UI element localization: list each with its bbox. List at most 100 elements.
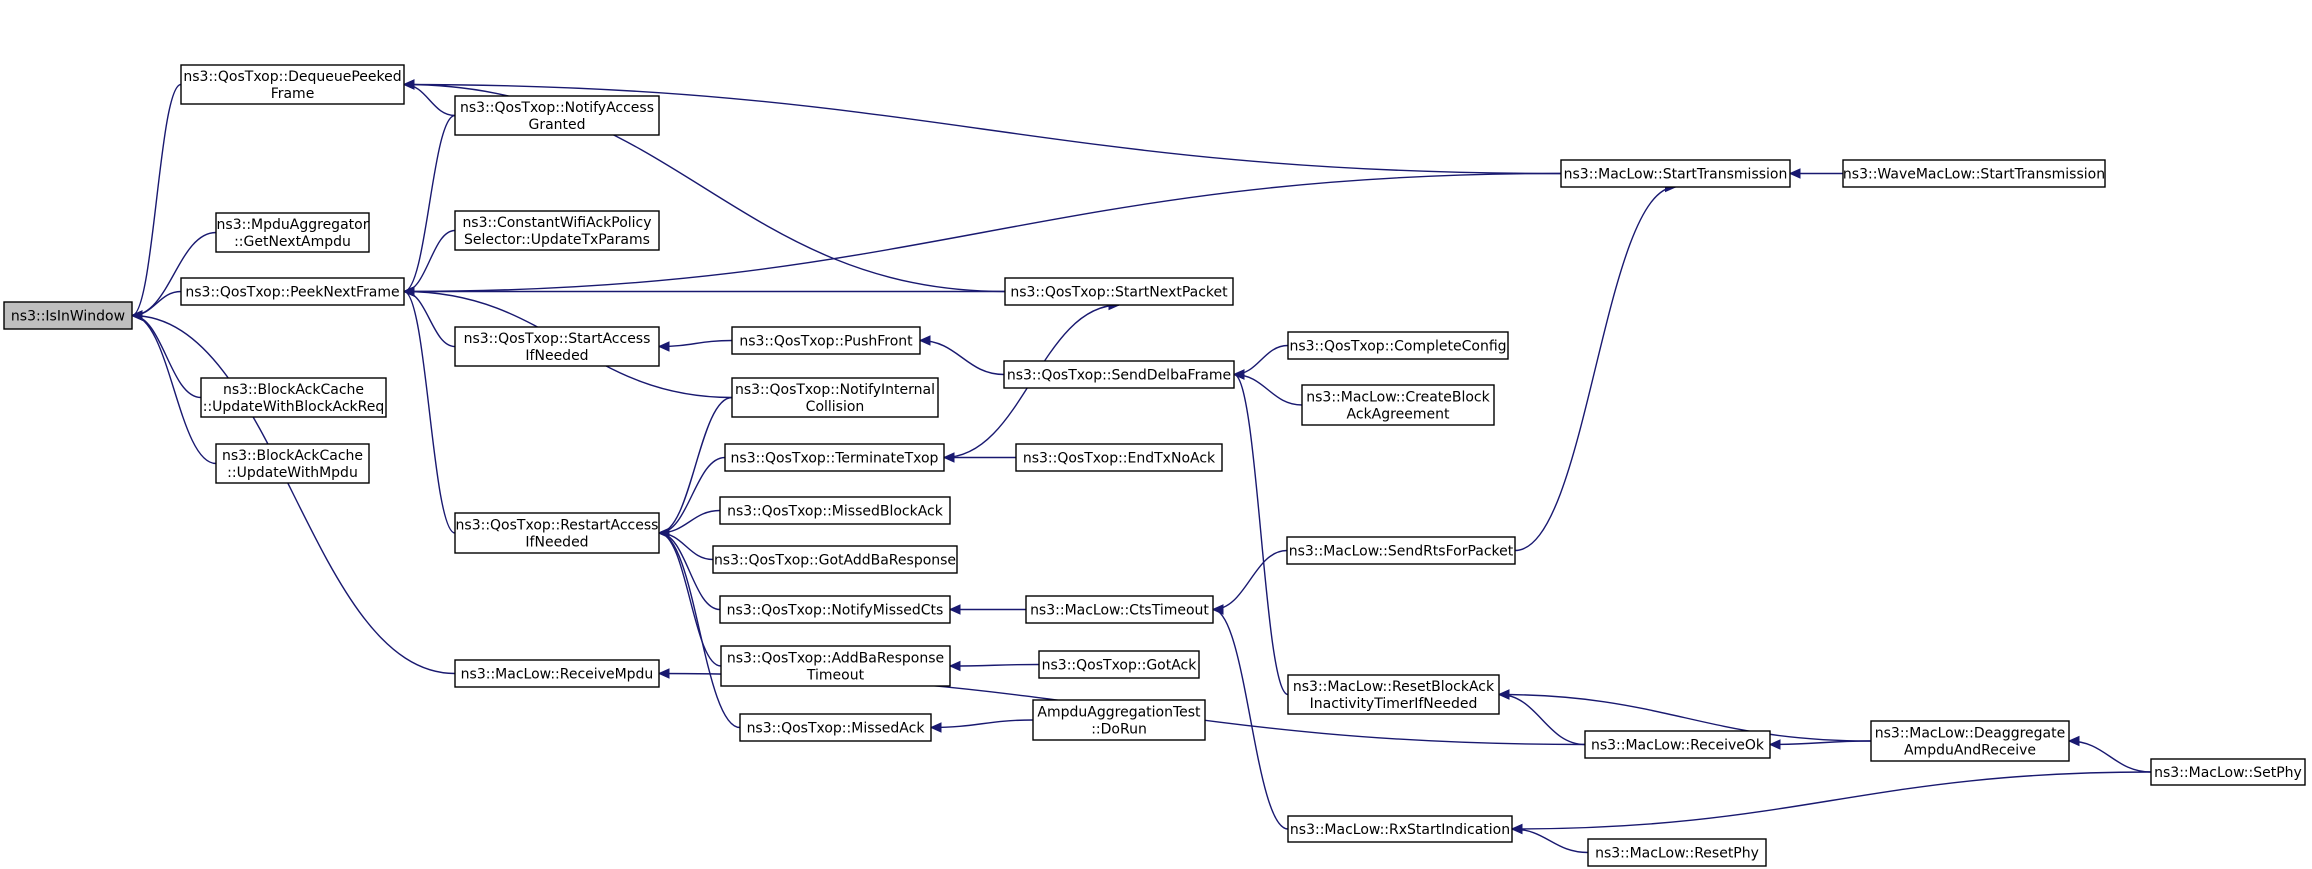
graph-node-pushfront[interactable]: ns3::QosTxop::PushFront [731, 326, 921, 355]
graph-node-notifymissedcts[interactable]: ns3::QosTxop::NotifyMissedCts [719, 595, 951, 624]
arrowhead-icon [918, 335, 931, 346]
graph-node-wavestarttx[interactable]: ns3::WaveMacLow::StartTransmission [1842, 159, 2106, 188]
graph-node-peeknext[interactable]: ns3::QosTxop::PeekNextFrame [180, 277, 405, 306]
node-box [712, 545, 958, 574]
node-box [180, 277, 405, 306]
node-label: ns3::MacLow::RxStartIndication [1290, 822, 1510, 838]
graph-node-startnextpacket[interactable]: ns3::QosTxop::StartNextPacket [1004, 277, 1234, 306]
edge-ampdutest-to-missedack [930, 719, 1034, 729]
node-label: ns3::QosTxop::GotAddBaResponse [714, 553, 956, 569]
edge-setphy-to-rxstart [1511, 771, 2152, 830]
node-label: ns3::MacLow::Deaggregate [1875, 726, 2065, 742]
graph-node-gotack[interactable]: ns3::QosTxop::GotAck [1038, 650, 1200, 679]
node-box [720, 645, 951, 687]
node-label: Granted [528, 117, 585, 133]
arrowhead-icon [1211, 604, 1224, 615]
node-label: ns3::QosTxop::DequeuePeeked [183, 69, 401, 85]
node-box [1587, 838, 1767, 867]
node-label: ns3::MacLow::StartTransmission [1564, 167, 1788, 183]
graph-node-sendrts[interactable]: ns3::MacLow::SendRtsForPacket [1286, 536, 1516, 565]
node-label: ns3::MpduAggregator [217, 217, 369, 233]
edge-completeconfig-to-senddelba [1233, 344, 1289, 376]
node-box [1287, 674, 1500, 715]
edge-notifyaccess-to-peeknext [403, 114, 456, 293]
node-label: Timeout [806, 668, 865, 684]
node-label: ns3::QosTxop::MissedBlockAck [727, 504, 944, 520]
graph-node-resetphy[interactable]: ns3::MacLow::ResetPhy [1587, 838, 1767, 867]
edge-receiveok-to-resetblockack [1498, 693, 1586, 746]
node-box [1287, 331, 1509, 360]
graph-node-completeconfig[interactable]: ns3::QosTxop::CompleteConfig [1287, 331, 1509, 360]
graph-node-receivempdu[interactable]: ns3::MacLow::ReceiveMpdu [454, 659, 660, 688]
edge-addbatimeout-to-restartaccess [658, 532, 722, 667]
node-label: ns3::QosTxop::GotAck [1042, 658, 1198, 674]
node-label: Collision [806, 399, 865, 415]
node-label: ns3::QosTxop::PushFront [739, 334, 913, 350]
node-label: IfNeeded [525, 348, 588, 364]
node-label: ns3::MacLow::SetPhy [2154, 765, 2302, 781]
graph-node-missedblockack[interactable]: ns3::QosTxop::MissedBlockAck [719, 496, 951, 525]
arrowhead-icon [402, 79, 415, 90]
arrowhead-icon [2067, 735, 2080, 747]
graph-node-ctstimeout[interactable]: ns3::MacLow::CtsTimeout [1025, 595, 1214, 624]
edge-dequeue-to-isinwindow [131, 83, 182, 317]
node-box [454, 95, 660, 136]
graph-node-senddelba[interactable]: ns3::QosTxop::SendDelbaFrame [1003, 360, 1235, 389]
graph-node-rxstart[interactable]: ns3::MacLow::RxStartIndication [1287, 815, 1513, 843]
node-label: ns3::QosTxop::StartAccess [464, 331, 651, 347]
node-label: AmpduAndReceive [1904, 743, 2036, 759]
node-label: ns3::BlockAckCache [223, 382, 364, 398]
node-label: ns3::MacLow::SendRtsForPacket [1289, 544, 1514, 560]
graph-node-constwifi[interactable]: ns3::ConstantWifiAckPolicySelector::Upda… [454, 210, 660, 251]
edge-terminatetxop-to-restartaccess [658, 456, 726, 534]
node-label: Frame [271, 86, 315, 102]
node-label: ns3::QosTxop::CompleteConfig [1289, 339, 1506, 355]
node-box [454, 512, 660, 554]
node-box [724, 443, 945, 472]
node-label: Selector::UpdateTxParams [464, 232, 650, 248]
graph-node-terminatetxop[interactable]: ns3::QosTxop::TerminateTxop [724, 443, 945, 472]
graph-node-receiveok[interactable]: ns3::MacLow::ReceiveOk [1584, 730, 1771, 759]
arrowhead-icon [1232, 369, 1245, 380]
graph-node-isinwindow[interactable]: ns3::IsInWindow [3, 301, 133, 330]
edge-rxstart-to-ctstimeout [1212, 608, 1289, 830]
graph-node-bacupdmpdu[interactable]: ns3::BlockAckCache::UpdateWithMpdu [215, 443, 370, 484]
node-label: ns3::QosTxop::SendDelbaFrame [1007, 368, 1231, 384]
graph-node-mlstarttx[interactable]: ns3::MacLow::StartTransmission [1560, 159, 1791, 188]
node-box [215, 212, 370, 253]
graph-node-gotaddba[interactable]: ns3::QosTxop::GotAddBaResponse [712, 545, 958, 574]
node-box [719, 595, 951, 624]
arrowhead-icon [1788, 168, 1801, 179]
node-label: ::GetNextAmpdu [234, 234, 351, 250]
graph-node-setphy[interactable]: ns3::MacLow::SetPhy [2150, 758, 2306, 786]
graph-node-endtxnoack[interactable]: ns3::QosTxop::EndTxNoAck [1015, 443, 1223, 472]
graph-node-mpdugetnext[interactable]: ns3::MpduAggregator::GetNextAmpdu [215, 212, 370, 253]
node-box [1025, 595, 1214, 624]
graph-node-resetblockack[interactable]: ns3::MacLow::ResetBlockAckInactivityTime… [1287, 674, 1500, 715]
node-label: ::DoRun [1091, 722, 1147, 738]
node-label: ns3::QosTxop::NotifyAccess [460, 100, 654, 116]
arrowhead-icon [657, 668, 670, 679]
node-box [1015, 443, 1223, 472]
node-label: ns3::QosTxop::MissedAck [747, 721, 926, 737]
graph-node-bacupdreq[interactable]: ns3::BlockAckCache::UpdateWithBlockAckRe… [200, 377, 387, 418]
node-box [3, 301, 133, 330]
edge-startaccess-to-peeknext [403, 290, 456, 348]
graph-node-missedack[interactable]: ns3::QosTxop::MissedAck [739, 713, 932, 742]
node-label: ns3::QosTxop::NotifyInternal [735, 382, 935, 398]
edge-gotack-to-addbatimeout [949, 663, 1040, 667]
graph-node-ampdutest[interactable]: AmpduAggregationTest::DoRun [1032, 699, 1206, 741]
edge-deaggregate-to-receiveok [1769, 740, 1872, 746]
edge-resetblockack-to-senddelba [1233, 373, 1289, 696]
arrowhead-icon [929, 722, 942, 733]
node-label: ns3::QosTxop::RestartAccess [456, 518, 659, 534]
node-label: ns3::MacLow::ReceiveMpdu [461, 667, 654, 683]
